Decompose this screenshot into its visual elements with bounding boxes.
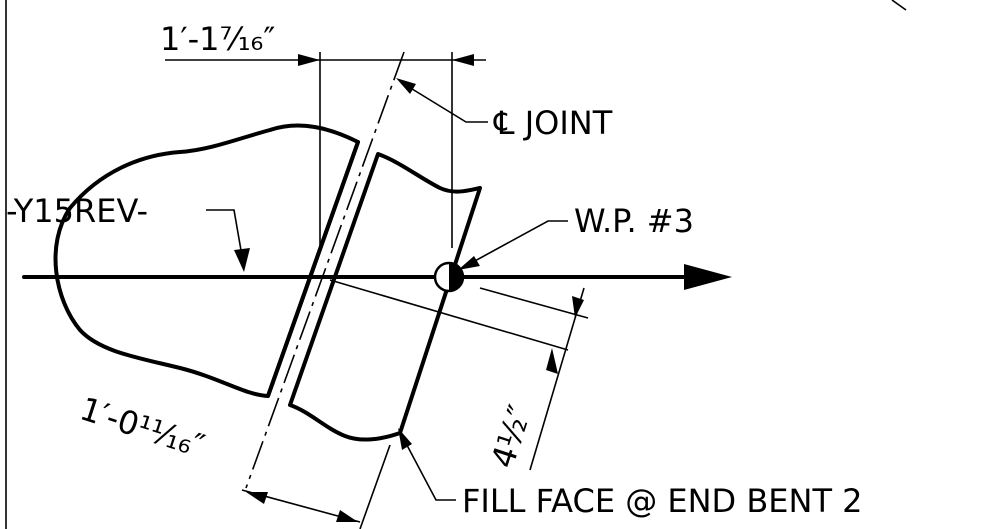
work-point-label: W.P. #3 [574, 202, 694, 240]
leader-arrow-work-point [458, 256, 480, 270]
leader-centerline-joint [403, 83, 488, 123]
dim-bottom-label: 1′-0¹¹⁄₁₆″ [76, 389, 210, 465]
joint-centerline [245, 51, 405, 489]
centerline-joint-label: ℄ JOINT [493, 104, 613, 142]
leader-member [206, 209, 243, 257]
member-label: -Y15REV- [6, 192, 148, 230]
member-break-outline-left [53, 123, 360, 398]
ext-line-bottom-right [359, 444, 391, 529]
leader-work-point [461, 220, 568, 269]
member-axis-arrowhead [684, 264, 732, 290]
leader-arrow-centerline [396, 78, 416, 94]
dim-line-offset [529, 287, 585, 471]
dim-arrow-bottom-left [246, 492, 268, 504]
ext-line-offset-2 [329, 279, 569, 351]
leader-fill-face [399, 431, 456, 501]
fill-face-label: FILL FACE @ END BENT 2 [462, 482, 863, 520]
dim-arrow-offset-bottom [546, 348, 558, 374]
dim-arrow-top-left [298, 54, 320, 66]
dim-arrow-bottom-right [336, 510, 358, 522]
ext-line-offset-1 [479, 287, 589, 319]
dim-top-label: 1′-1⁷⁄₁₆″ [160, 20, 275, 58]
leader-arrow-member [234, 248, 250, 272]
work-point-fill [449, 263, 463, 291]
fill-face-edge [266, 140, 360, 398]
top-right-fragment [891, 0, 907, 11]
dim-arrow-offset-top [572, 296, 584, 318]
dim-offset-label: 4½″ [483, 400, 539, 472]
leader-arrow-fill-face [398, 428, 412, 450]
dim-arrow-top-right [452, 54, 474, 66]
